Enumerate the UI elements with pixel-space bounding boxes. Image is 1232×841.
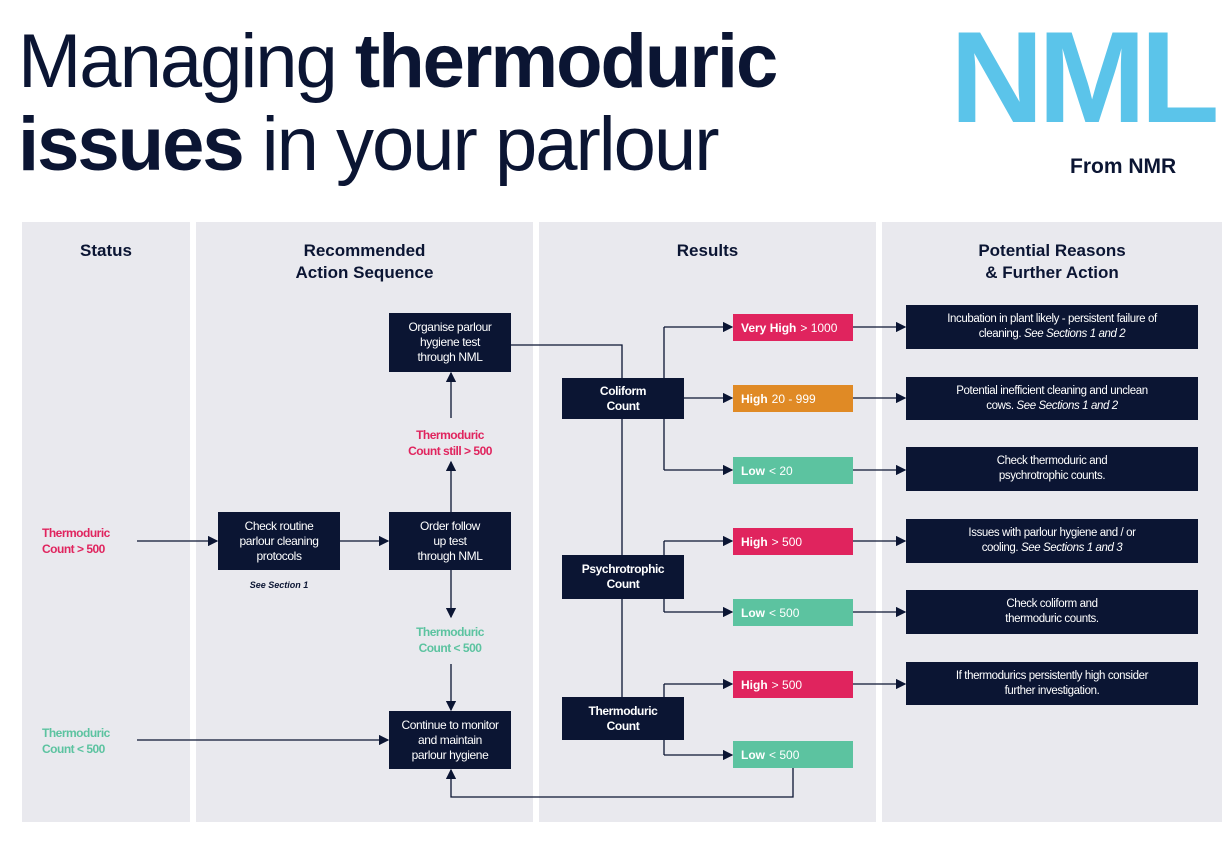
header-status: Status bbox=[80, 241, 132, 260]
reason-text: Check coliform and thermoduric counts. bbox=[1005, 598, 1099, 625]
see-section-note: See Section 1 bbox=[249, 580, 309, 590]
reason-box: Issues with parlour hygiene and / or coo… bbox=[906, 519, 1198, 563]
result-level: High bbox=[741, 534, 768, 549]
result-range: > 500 bbox=[771, 677, 803, 692]
label-line: Thermoduric bbox=[416, 625, 484, 639]
box-line: up test bbox=[433, 533, 467, 548]
reason-box: If thermodurics persistently high consid… bbox=[906, 662, 1198, 705]
box-line: and maintain bbox=[418, 732, 482, 747]
result-very-high: Very High> 1000 bbox=[733, 314, 853, 341]
result-range: > 500 bbox=[771, 534, 803, 549]
result-range: < 500 bbox=[769, 747, 800, 762]
box-line: Count bbox=[606, 398, 640, 413]
reason-text: Incubation in plant likely - persistent … bbox=[947, 313, 1157, 340]
result-range: < 20 bbox=[769, 463, 793, 478]
box-line: parlour hygiene bbox=[411, 747, 489, 762]
label-line: Count < 500 bbox=[418, 641, 482, 655]
box-line: Count bbox=[606, 577, 640, 591]
result-level: Low bbox=[741, 747, 765, 762]
header-line: Action Sequence bbox=[295, 263, 434, 282]
reason-box: Potential inefficient cleaning and uncle… bbox=[906, 377, 1198, 420]
box-line: hygiene test bbox=[420, 335, 480, 349]
label-line: Count > 500 bbox=[42, 542, 105, 556]
result-low: Low < 500 bbox=[733, 599, 853, 626]
box-line: Check routine bbox=[244, 518, 314, 533]
label-line: Count still > 500 bbox=[408, 444, 492, 458]
result-level: High bbox=[741, 391, 768, 406]
reason-reference: See Sections 1 and 2 bbox=[1016, 399, 1118, 412]
result-low: Low < 20 bbox=[733, 457, 853, 484]
reason-box: Incubation in plant likely - persistent … bbox=[906, 305, 1198, 349]
box-line: Coliform bbox=[599, 383, 647, 398]
box-line: Psychrotrophic bbox=[581, 562, 665, 576]
box-line: through NML bbox=[417, 350, 483, 364]
title-light: Managing bbox=[18, 19, 355, 104]
result-level: High bbox=[741, 677, 768, 692]
title-light: in your parlour bbox=[242, 102, 720, 187]
reason-reference: See Sections 1 and 3 bbox=[1020, 542, 1123, 554]
box-line: through NML bbox=[417, 548, 483, 563]
result-range: < 500 bbox=[769, 605, 800, 620]
result-level: Very High bbox=[741, 320, 797, 335]
box-line: Thermoduric bbox=[588, 703, 658, 718]
box-line: Count bbox=[606, 718, 640, 733]
label-line: Thermoduric bbox=[42, 526, 110, 540]
header-line: Potential Reasons bbox=[978, 241, 1126, 260]
box-line: Continue to monitor bbox=[401, 717, 499, 732]
result-low: Low < 500 bbox=[733, 741, 853, 768]
reason-text: Issues with parlour hygiene and / or coo… bbox=[968, 527, 1136, 554]
box-line: Organise parlour bbox=[408, 320, 492, 334]
box-line: Order follow bbox=[420, 518, 480, 533]
label-line: Thermoduric bbox=[416, 428, 484, 442]
result-range: > 1000 bbox=[800, 320, 838, 335]
header-line: & Further Action bbox=[985, 263, 1119, 282]
result-range: 20 - 999 bbox=[771, 391, 816, 406]
title-bold: thermoduric bbox=[354, 19, 778, 104]
reason-text: Potential inefficient cleaning and uncle… bbox=[956, 384, 1148, 412]
header-reasons: Potential Reasons & Further Action bbox=[882, 240, 1222, 284]
label-line: Thermoduric bbox=[42, 726, 110, 740]
result-level: Low bbox=[741, 605, 765, 620]
box-line: parlour cleaning bbox=[239, 533, 319, 548]
label-line: Count < 500 bbox=[42, 742, 105, 756]
result-high: High> 500 bbox=[733, 671, 853, 698]
title-line-2: issues in your parlour bbox=[18, 102, 720, 187]
title-line-1: Managing thermoduric bbox=[18, 19, 778, 104]
status-column bbox=[22, 222, 190, 822]
header-line: Recommended bbox=[303, 241, 426, 260]
reason-box: Check thermoduric and psychrotrophic cou… bbox=[906, 447, 1198, 491]
reason-reference: See Sections 1 and 2 bbox=[1023, 328, 1126, 340]
box-line: protocols bbox=[256, 548, 302, 563]
from-nmr: From NMR bbox=[1070, 155, 1177, 178]
reason-text: If thermodurics persistently high consid… bbox=[955, 669, 1149, 697]
result-high: High> 500 bbox=[733, 528, 853, 555]
reason-text: Check thermoduric and psychrotrophic cou… bbox=[996, 455, 1108, 482]
nml-logo: NML bbox=[950, 4, 1220, 150]
header-results: Results bbox=[676, 241, 739, 260]
result-level: Low bbox=[741, 463, 765, 478]
title-bold: issues bbox=[18, 102, 245, 187]
reason-box: Check coliform and thermoduric counts. bbox=[906, 590, 1198, 634]
